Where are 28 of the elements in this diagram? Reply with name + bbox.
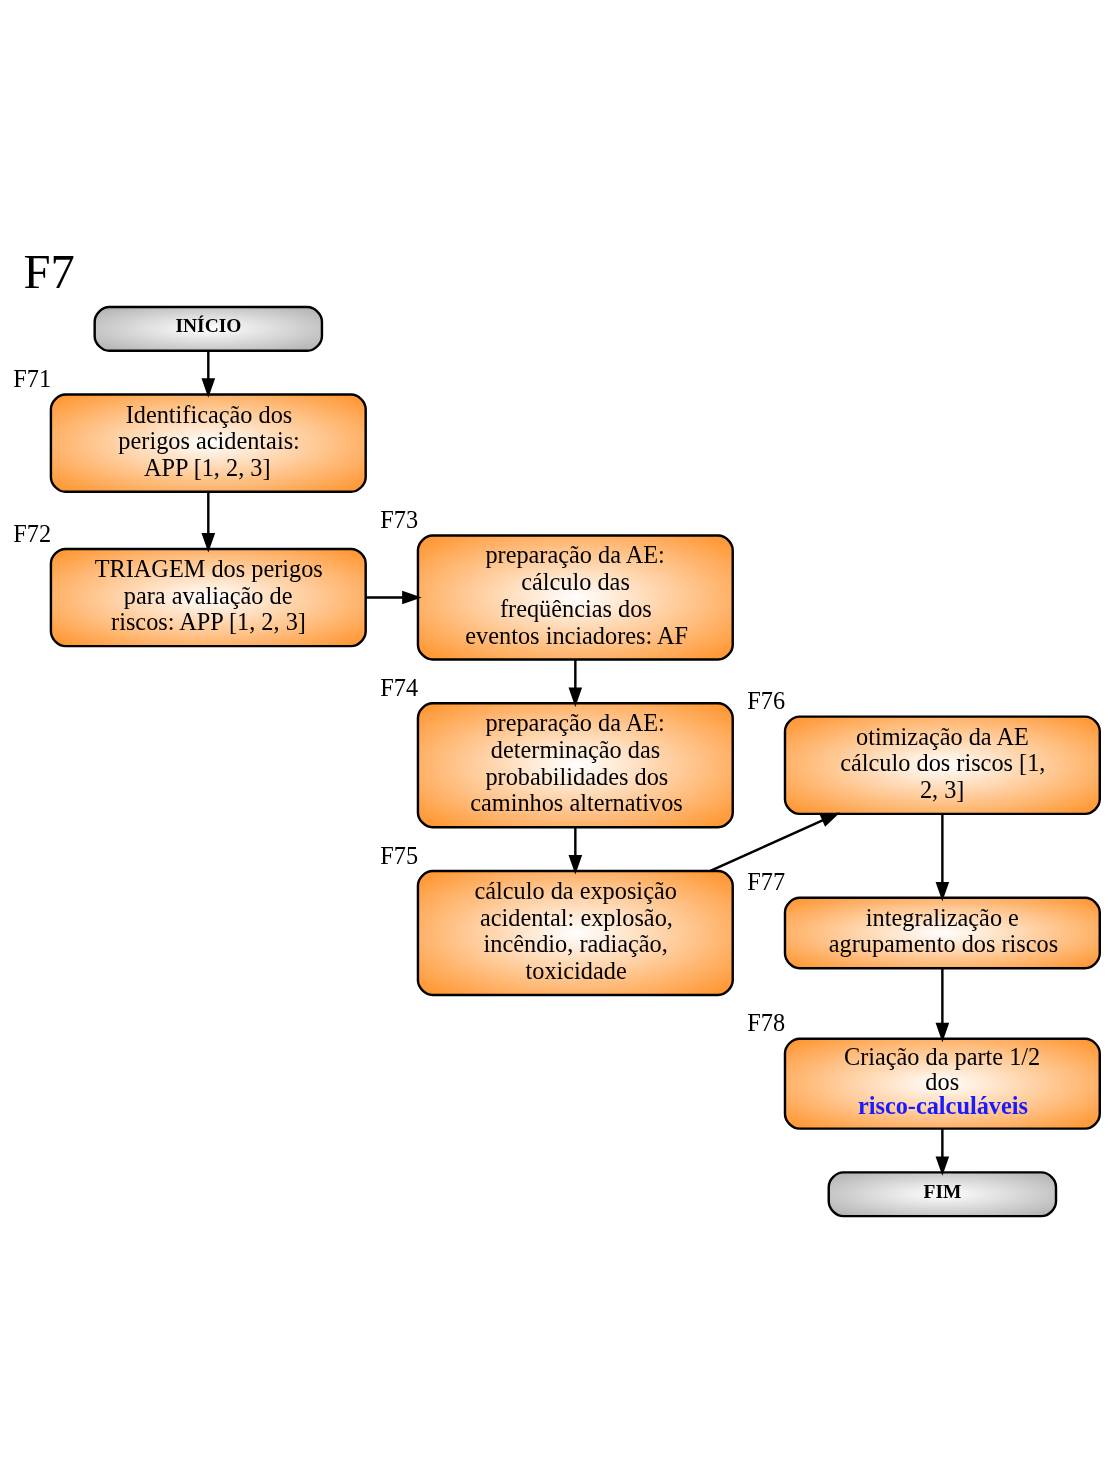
node-label: F77 [747, 867, 786, 895]
node-label: F75 [380, 841, 419, 869]
arrow [935, 968, 950, 1042]
node-box: INÍCIO [93, 305, 324, 352]
node-label: F76 [747, 686, 786, 714]
node-box: FIM [827, 1170, 1058, 1217]
arrow [201, 350, 216, 398]
node-box: Identificação dos perigos acidentais: APP [1, 2, 3] [49, 392, 367, 493]
node-box: cálculo da exposição acidental: explosão, incêndio, radiação, toxicidade [416, 869, 734, 996]
arrow [935, 813, 950, 901]
arrow [568, 659, 583, 707]
node-label: F78 [747, 1008, 786, 1036]
arrow [568, 827, 583, 875]
arrow [709, 812, 841, 872]
arrow [366, 590, 422, 604]
diagram-title: F7 [23, 244, 75, 299]
arrow [201, 491, 216, 552]
node-box: preparação da AE: cálculo das freqüências dos eventos inciadores: AF [416, 533, 734, 661]
arrow [935, 1128, 950, 1176]
node-box: preparação da AE: determinação das probabilidades dos caminhos alternativos [416, 701, 734, 828]
node-label: F74 [380, 673, 419, 701]
node-box: integralização e agrupamento dos riscos [783, 896, 1101, 969]
node-label: F73 [380, 505, 419, 533]
node-box: TRIAGEM dos perigos para avaliação de riscos: APP [1, 2, 3] [49, 547, 367, 647]
node-box: otimização da AE cálculo dos riscos [1, 2, 3] [783, 714, 1101, 815]
node-box: Criação da parte 1/2 dos risco-calculáveis [783, 1037, 1101, 1130]
node-label: F72 [13, 519, 52, 547]
node-label: F71 [13, 364, 52, 392]
